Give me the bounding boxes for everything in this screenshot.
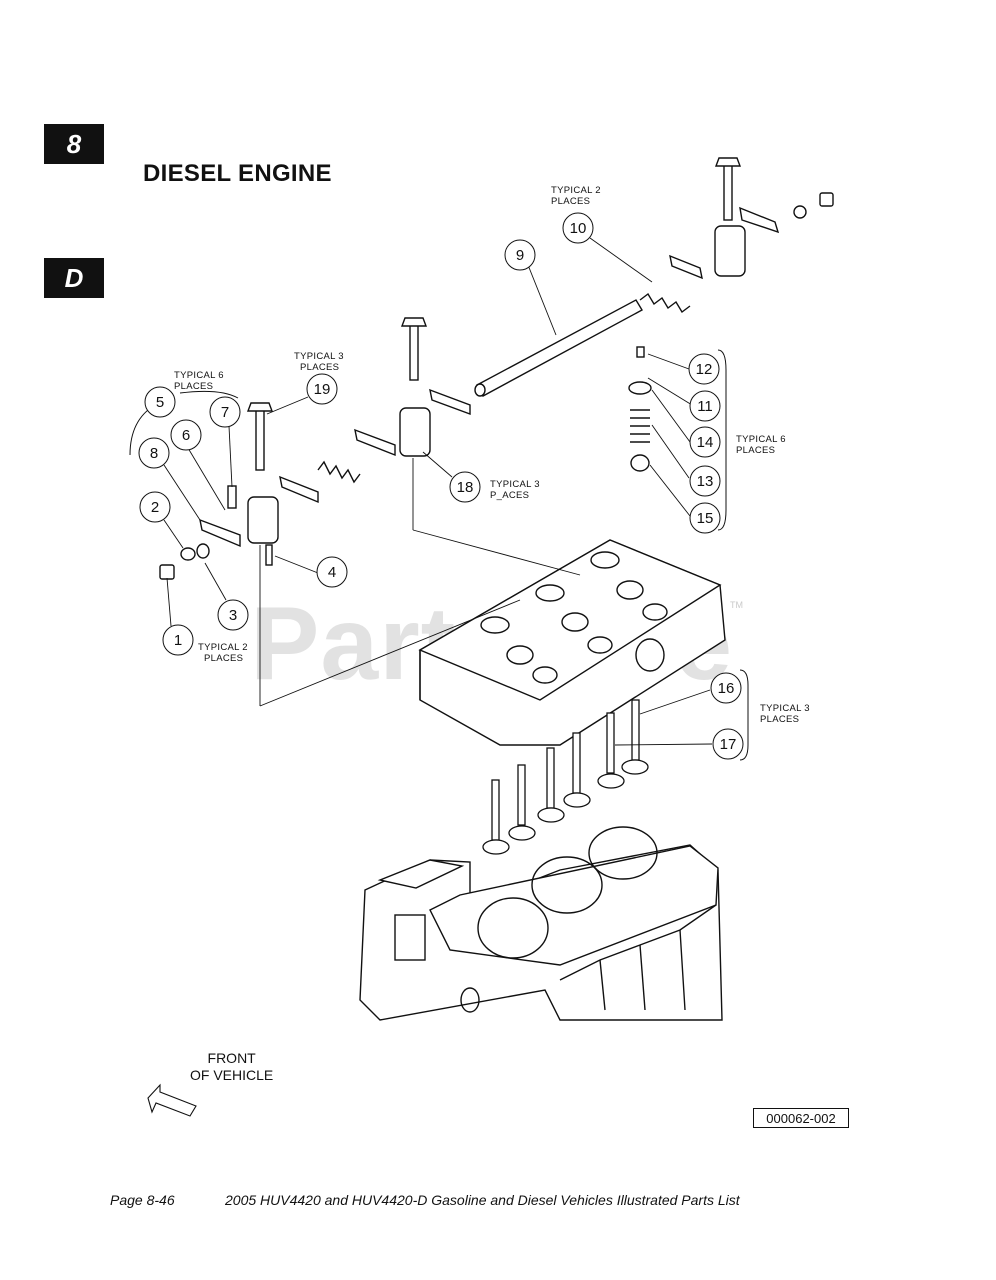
note-typical6-right-line1: TYPICAL 6 xyxy=(736,434,786,445)
engine-block-illustration xyxy=(359,826,723,1021)
footer-page-number: Page 8-46 xyxy=(110,1192,175,1208)
note-typical2-top-line2: PLACES xyxy=(551,196,590,207)
front-label-line1: FRONT xyxy=(207,1050,256,1066)
callout-6: 6 xyxy=(182,427,190,444)
note-typical2-top-line1: TYPICAL 2 xyxy=(551,185,601,196)
callout-4: 4 xyxy=(328,564,336,581)
callout-9: 9 xyxy=(516,247,524,264)
front-of-vehicle-label: FRONT OF VEHICLE xyxy=(190,1050,273,1084)
callout-3: 3 xyxy=(229,607,237,624)
front-arrow-icon xyxy=(147,1083,197,1117)
callout-12: 12 xyxy=(696,361,713,378)
note-typical3-top-line2: PLACES xyxy=(300,362,339,373)
note-typical3-bottom-line2: PLACES xyxy=(760,714,799,725)
callout-11: 11 xyxy=(697,398,713,415)
chapter-tab: 8 xyxy=(44,124,104,164)
note-typical3-bottom-line1: TYPICAL 3 xyxy=(760,703,810,714)
callout-10: 10 xyxy=(570,220,587,237)
callout-18: 18 xyxy=(457,479,474,496)
footer-document-title: 2005 HUV4420 and HUV4420-D Gasoline and … xyxy=(225,1192,740,1208)
callout-14: 14 xyxy=(697,434,714,451)
callout-circles xyxy=(138,212,744,760)
watermark-tm: TM xyxy=(730,600,743,610)
callout-1: 1 xyxy=(174,632,182,649)
callout-7: 7 xyxy=(221,404,229,421)
note-typical2-bottom-line2: PLACES xyxy=(204,653,243,664)
section-tab-label: D xyxy=(64,262,84,293)
callout-17: 17 xyxy=(720,736,737,753)
section-tab: D xyxy=(44,258,104,298)
note-typical3-top-line1: TYPICAL 3 xyxy=(294,351,344,362)
cylinder-head-illustration xyxy=(418,539,726,746)
typical-notes: TYPICAL 6 PLACES TYPICAL 3 PLACES TYPICA… xyxy=(174,185,810,725)
callout-2: 2 xyxy=(151,499,159,516)
page-title: DIESEL ENGINE xyxy=(143,160,332,187)
callout-19: 19 xyxy=(314,381,331,398)
callout-numbers: 1 2 3 4 5 6 7 8 9 10 11 12 13 14 15 16 1… xyxy=(150,220,737,753)
figure-number: 000062-002 xyxy=(753,1108,849,1128)
callout-5: 5 xyxy=(156,394,164,411)
front-label-line2: OF VEHICLE xyxy=(190,1067,274,1083)
note-typical6-left-line1: TYPICAL 6 xyxy=(174,370,224,381)
note-typical3-mid-line1: TYPICAL 3 xyxy=(490,479,540,490)
callout-15: 15 xyxy=(697,510,714,527)
note-typical3-mid-line2: P_ACES xyxy=(490,490,529,501)
note-typical6-left-line2: PLACES xyxy=(174,381,213,392)
leader-lines xyxy=(163,237,713,746)
valves-illustration xyxy=(482,699,649,855)
note-typical2-bottom-line1: TYPICAL 2 xyxy=(198,642,248,653)
rocker-assembly-illustration xyxy=(159,157,834,580)
callout-16: 16 xyxy=(718,680,735,697)
callout-8: 8 xyxy=(150,445,158,462)
note-typical6-right-line2: PLACES xyxy=(736,445,775,456)
chapter-tab-label: 8 xyxy=(66,128,82,159)
callout-13: 13 xyxy=(697,473,714,490)
